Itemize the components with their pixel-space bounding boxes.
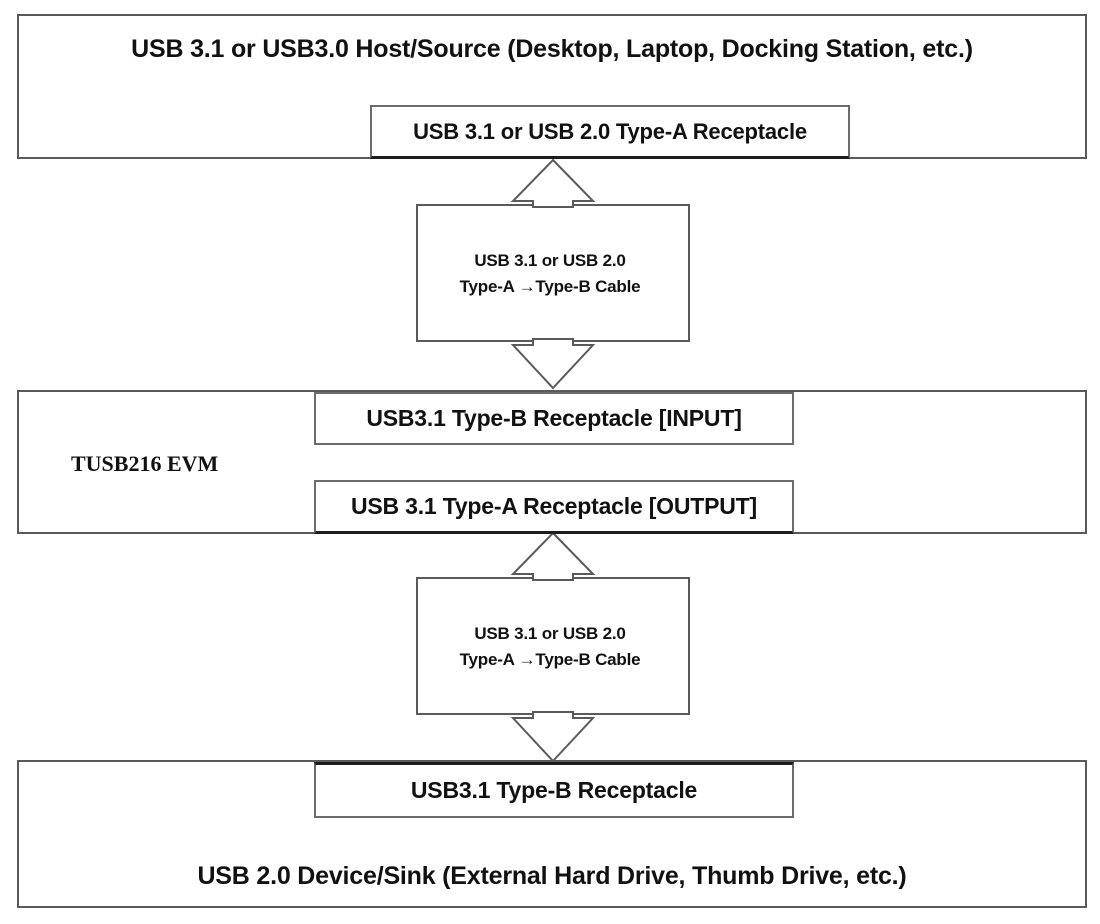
evm-input-receptacle: USB3.1 Type-B Receptacle [INPUT] [314,392,794,445]
host-source-title: USB 3.1 or USB3.0 Host/Source (Desktop, … [131,35,973,63]
host-type-a-receptacle-label: USB 3.1 or USB 2.0 Type-A Receptacle [413,118,807,144]
cable-bottom-line2: Type-A →Type-B Cable [459,650,641,670]
device-type-b-receptacle-label: USB3.1 Type-B Receptacle [410,777,698,804]
host-type-a-receptacle: USB 3.1 or USB 2.0 Type-A Receptacle [370,105,850,159]
cable-top-up-arrowhead [510,158,596,208]
evm-output-receptacle: USB 3.1 Type-A Receptacle [OUTPUT] [314,480,794,534]
cable-top-label: USB 3.1 or USB 2.0 Type-A →Type-B Cable [0,248,1100,301]
evm-input-receptacle-label: USB3.1 Type-B Receptacle [INPUT] [366,405,742,432]
device-type-b-receptacle: USB3.1 Type-B Receptacle [314,762,794,818]
cable-bottom-down-arrowhead [510,711,596,763]
cable-top-line1: USB 3.1 or USB 2.0 [474,251,626,270]
device-sink-title: USB 2.0 Device/Sink (External Hard Drive… [197,862,907,890]
evm-output-receptacle-label: USB 3.1 Type-A Receptacle [OUTPUT] [350,493,757,520]
cable-bottom-line1: USB 3.1 or USB 2.0 [474,624,626,643]
cable-bottom-up-arrowhead [510,531,596,581]
cable-top-arrow-shape [416,158,690,390]
cable-top-line2: Type-A →Type-B Cable [459,277,641,297]
tusb216-evm-label: TUSB216 EVM [71,451,219,476]
cable-bottom-arrow-shape [416,531,690,763]
cable-bottom-label: USB 3.1 or USB 2.0 Type-A →Type-B Cable [0,621,1100,674]
cable-top-down-arrowhead [510,338,596,390]
